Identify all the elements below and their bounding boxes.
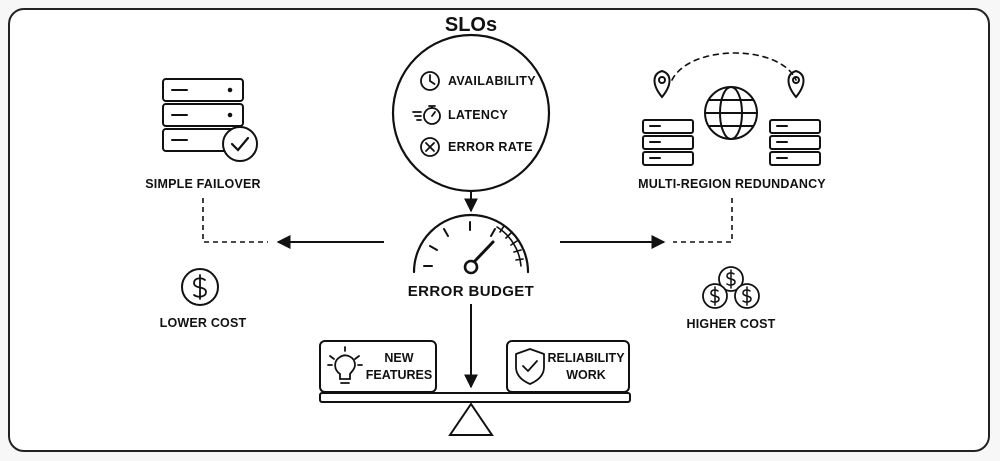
multi-region-icon — [642, 52, 821, 166]
x-circle-icon — [420, 137, 440, 157]
left-dashed-connector — [202, 198, 268, 243]
new-features-line-2: FEATURES — [365, 368, 433, 382]
new-features-label: NEW FEATURES — [366, 350, 432, 384]
lower-cost-label: LOWER COST — [159, 316, 247, 330]
reliability-work-line-2: WORK — [566, 368, 606, 382]
multi-region-caption: MULTI-REGION REDUNDANCY — [638, 177, 826, 191]
balance-fulcrum — [448, 402, 494, 436]
balance-beam — [319, 392, 631, 403]
right-dashed-connector — [673, 198, 733, 243]
reliability-work-label: RELIABILITY WORK — [547, 350, 624, 384]
slo-item-availability: AVAILABILITY — [448, 74, 536, 88]
dollar-icon — [181, 268, 219, 306]
new-features-line-1: NEW — [384, 351, 414, 365]
clock-icon — [420, 71, 440, 91]
shield-check-icon — [515, 348, 545, 385]
error-budget-label: ERROR BUDGET — [407, 283, 535, 300]
reliability-work-line-1: RELIABILITY — [547, 351, 625, 365]
lightbulb-icon — [327, 346, 363, 384]
coins-icon — [702, 266, 760, 309]
simple-failover-caption: SIMPLE FAILOVER — [145, 177, 261, 191]
slo-item-error-rate: ERROR RATE — [448, 140, 533, 154]
slos-title: SLOs — [444, 14, 498, 36]
higher-cost-label: HIGHER COST — [686, 317, 776, 331]
stopwatch-icon — [412, 105, 441, 125]
gauge-icon — [412, 213, 530, 275]
server-check-icon — [162, 78, 258, 162]
slo-item-latency: LATENCY — [448, 108, 509, 122]
